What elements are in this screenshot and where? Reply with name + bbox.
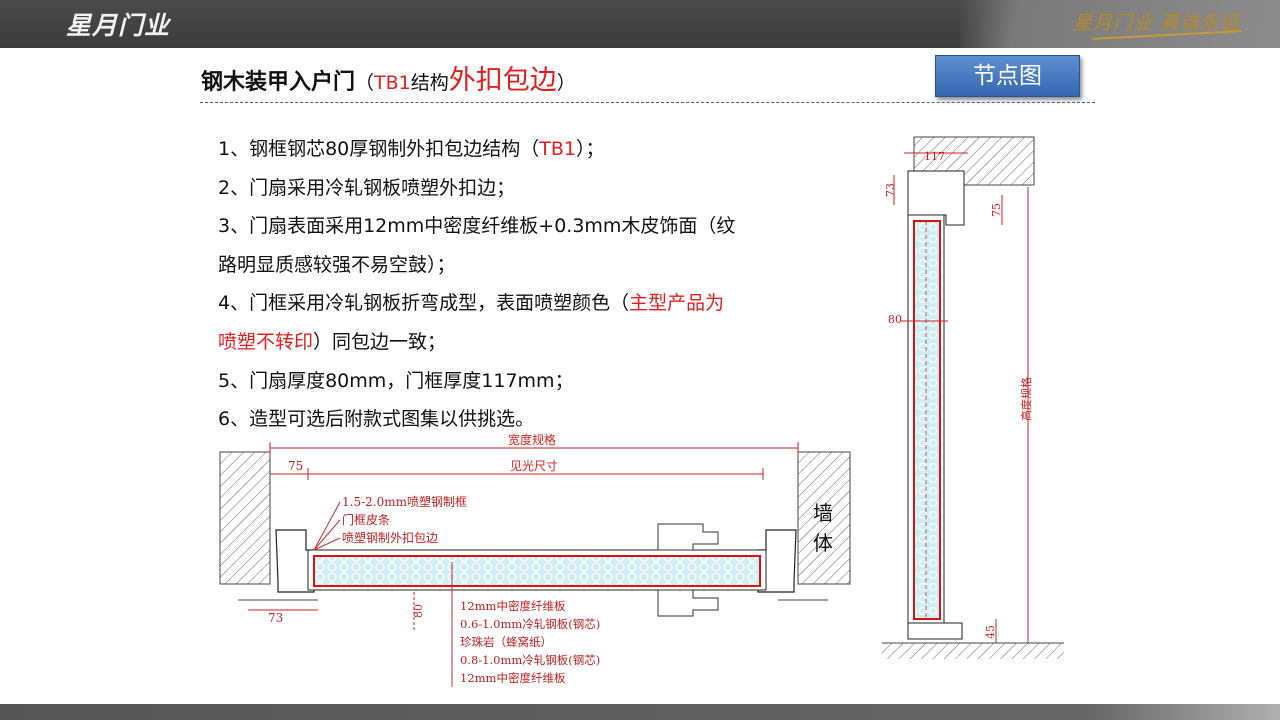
- section-dim-75: 75: [990, 203, 1003, 217]
- company-logo: 星月门业: [66, 11, 171, 40]
- callout-bottom-2: 0.6-1.0mm冷轧钢板(钢芯): [460, 617, 600, 631]
- section-height-label: 高度规格: [1019, 377, 1033, 421]
- plan-dim-73: 73: [268, 611, 283, 625]
- wall-label-1: 墙: [813, 501, 833, 525]
- plan-dim-75: 75: [288, 459, 303, 473]
- page-title: 钢木装甲入户门（TB1结构外扣包边）: [201, 58, 576, 97]
- width-dim-label: 宽度规格: [508, 432, 556, 447]
- title-open-paren: （: [355, 72, 375, 94]
- desc-item-4: 4、门框采用冷轧钢板折弯成型，表面喷塑颜色（主型产品为: [218, 292, 725, 315]
- title-code: TB1: [374, 72, 411, 94]
- desc-item-4-cont: 喷塑不转印）同包边一致；: [218, 330, 447, 353]
- desc-item-6: 6、造型可选后附款式图集以供挑选。: [218, 408, 535, 431]
- desc-item-2: 2、门扇采用冷轧钢板喷塑外扣边；: [218, 176, 516, 199]
- clear-dim-label: 见光尺寸: [510, 459, 558, 473]
- bottom-banner: [0, 704, 1280, 720]
- title-divider: [200, 102, 1095, 103]
- door-handle-bottom: [657, 589, 719, 617]
- title-struct: 结构: [410, 72, 449, 94]
- floor-hatch: [882, 643, 1064, 659]
- desc-item-5: 5、门扇厚度80mm，门框厚度117mm；: [218, 369, 574, 392]
- title-close-paren: ）: [556, 72, 576, 94]
- description-list: 1、钢框钢芯80厚钢制外扣包边结构（TB1）； 2、门扇采用冷轧钢板喷塑外扣边；…: [218, 130, 818, 439]
- section-door-core: [913, 220, 941, 620]
- title-emphasis: 外扣包边: [448, 65, 557, 96]
- banner-highlight: [960, 0, 1280, 48]
- left-wall: [219, 451, 271, 585]
- door-core: [313, 555, 761, 587]
- desc-item-1: 1、钢框钢芯80厚钢制外扣包边结构（TB1）；: [218, 138, 605, 160]
- callout-bottom-4: 0.8-1.0mm冷轧钢板(钢芯): [460, 653, 600, 667]
- section-dim-45: 45: [984, 625, 997, 639]
- door-handle-top: [657, 523, 719, 551]
- section-dim-80: 80: [888, 313, 902, 326]
- title-main: 钢木装甲入户门: [201, 70, 356, 95]
- callout-bottom-3: 珍珠岩（蜂窝纸）: [460, 635, 552, 649]
- top-banner: 星月门业 星月门业 真诚永远: [0, 0, 1280, 48]
- section-drawing: 117 73 75 80 高度规格 45: [882, 136, 1064, 659]
- callout-bottom-1: 12mm中密度纤维板: [460, 599, 566, 613]
- desc-item-3-cont: 路明显质感较强不易空鼓）；: [218, 253, 456, 276]
- callout-top-1: 1.5-2.0mm喷塑钢制框: [342, 494, 467, 509]
- plan-dim-80: 80: [412, 604, 425, 618]
- section-dim-117: 117: [924, 150, 945, 163]
- right-wall: [797, 451, 851, 585]
- plan-drawing: 墙 体 宽度规格 见光尺寸 75 73 80 1.5-2.0mm喷塑钢制框 门框…: [219, 432, 851, 687]
- callout-bottom-5: 12mm中密度纤维板: [460, 671, 566, 685]
- callout-top-3: 喷塑钢制外扣包边: [342, 530, 438, 545]
- wall-label-2: 体: [813, 531, 833, 555]
- node-diagram-button[interactable]: 节点图: [935, 55, 1080, 97]
- callout-top-2: 门框皮条: [342, 512, 390, 527]
- desc-item-3: 3、门扇表面采用12mm中密度纤维板+0.3mm木皮饰面（纹: [218, 215, 736, 238]
- section-dim-73: 73: [884, 183, 897, 197]
- bottom-sill: [907, 622, 963, 640]
- slogan-signature: 星月门业 真诚永远: [1072, 12, 1240, 34]
